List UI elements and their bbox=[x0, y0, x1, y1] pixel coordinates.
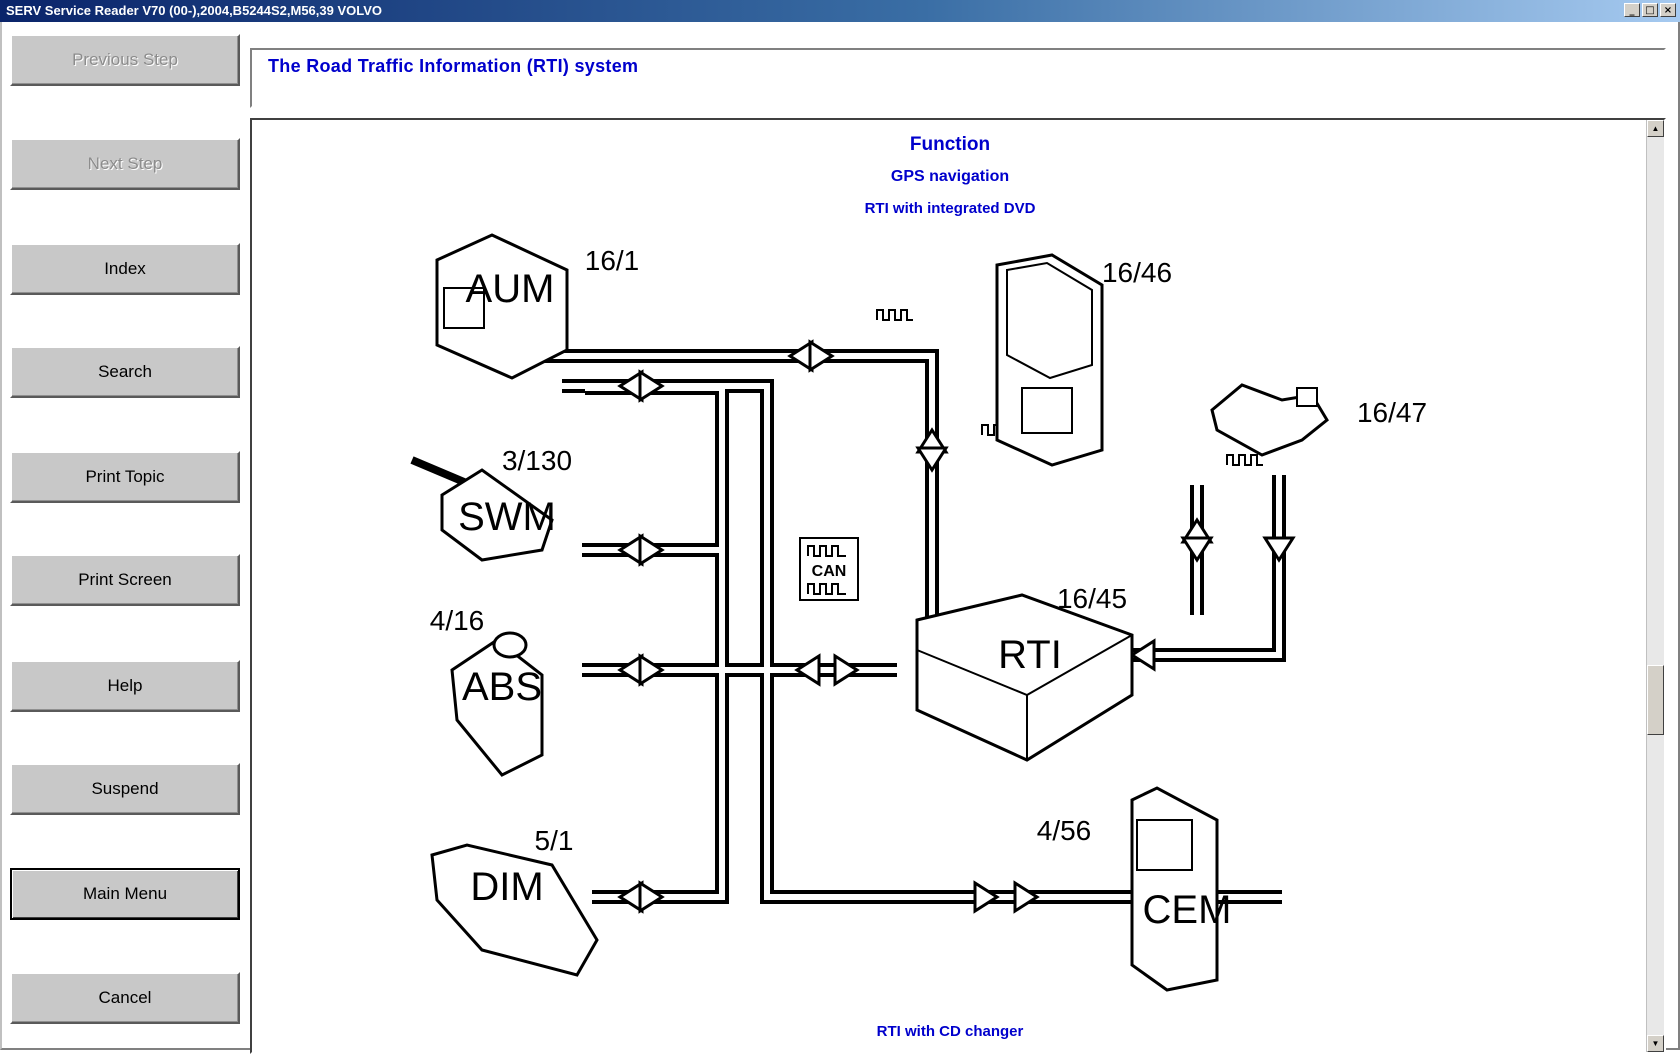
antenna-code: 16/47 bbox=[1357, 397, 1427, 428]
cancel-button[interactable]: Cancel bbox=[10, 972, 240, 1024]
display-unit: 16/46 bbox=[995, 253, 1172, 467]
display-code: 16/46 bbox=[1102, 257, 1172, 288]
suspend-button[interactable]: Suspend bbox=[10, 763, 240, 815]
cem-abbr: CEM bbox=[1143, 888, 1232, 932]
rti-module: RTI 16/45 bbox=[915, 583, 1134, 762]
scroll-up-arrow-icon[interactable]: ▲ bbox=[1647, 120, 1664, 137]
vertical-scrollbar[interactable]: ▲ ▼ bbox=[1646, 120, 1664, 1052]
bus-arrows bbox=[617, 339, 1296, 914]
cem-code: 4/56 bbox=[1037, 815, 1092, 846]
scroll-thumb[interactable] bbox=[1647, 665, 1664, 735]
close-button[interactable]: × bbox=[1660, 3, 1676, 17]
rti-abbr: RTI bbox=[998, 633, 1062, 677]
swm-code: 3/130 bbox=[502, 445, 572, 476]
title-bar: SERV Service Reader V70 (00-),2004,B5244… bbox=[0, 0, 1680, 22]
dim-code: 5/1 bbox=[535, 825, 574, 856]
rti-cd-section-title: RTI with CD changer bbox=[876, 1023, 1024, 1040]
abs-module: ABS 4/16 bbox=[430, 605, 544, 777]
dim-abbr: DIM bbox=[470, 865, 543, 909]
rti-code: 16/45 bbox=[1057, 583, 1127, 614]
minimize-button[interactable]: _ bbox=[1624, 3, 1640, 17]
can-bus-symbol: CAN bbox=[799, 537, 859, 601]
previous-step-button[interactable]: Previous Step bbox=[10, 34, 240, 86]
aum-code: 16/1 bbox=[585, 245, 640, 276]
gps-navigation-subheading: GPS navigation bbox=[890, 168, 1010, 185]
content-pane: Function GPS navigation RTI with integra… bbox=[250, 118, 1666, 1054]
cem-module: CEM 4/56 bbox=[1037, 786, 1232, 992]
next-step-button[interactable]: Next Step bbox=[10, 138, 240, 190]
rti-system-diagram: CAN AUM 16/1 SWM 3/130 ABS bbox=[410, 233, 1427, 992]
window-title: SERV Service Reader V70 (00-),2004,B5244… bbox=[6, 3, 383, 18]
gps-antenna: 16/47 bbox=[1210, 383, 1427, 457]
abs-abbr: ABS bbox=[462, 665, 542, 709]
main-window: Previous Step Next Step Index Search Pri… bbox=[0, 22, 1680, 1054]
help-button[interactable]: Help bbox=[10, 660, 240, 712]
rti-dvd-section-title: RTI with integrated DVD bbox=[864, 200, 1036, 217]
print-topic-button[interactable]: Print Topic bbox=[10, 451, 240, 503]
topic-header: The Road Traffic Information (RTI) syste… bbox=[250, 48, 1666, 108]
search-button[interactable]: Search bbox=[10, 346, 240, 398]
swm-module: SWM 3/130 bbox=[410, 445, 572, 562]
topic-title: The Road Traffic Information (RTI) syste… bbox=[268, 56, 639, 76]
can-label: CAN bbox=[812, 563, 847, 580]
abs-code: 4/16 bbox=[430, 605, 485, 636]
dim-module: DIM 5/1 bbox=[430, 825, 599, 977]
scroll-down-arrow-icon[interactable]: ▼ bbox=[1647, 1035, 1664, 1052]
index-button[interactable]: Index bbox=[10, 243, 240, 295]
window-controls: _ □ × bbox=[1624, 3, 1676, 17]
aum-module: AUM 16/1 bbox=[435, 233, 640, 380]
maximize-button[interactable]: □ bbox=[1642, 3, 1658, 17]
main-menu-button[interactable]: Main Menu bbox=[10, 868, 240, 920]
print-screen-button[interactable]: Print Screen bbox=[10, 554, 240, 606]
function-heading: Function bbox=[909, 134, 991, 155]
aum-abbr: AUM bbox=[466, 267, 555, 311]
swm-abbr: SWM bbox=[458, 495, 556, 539]
